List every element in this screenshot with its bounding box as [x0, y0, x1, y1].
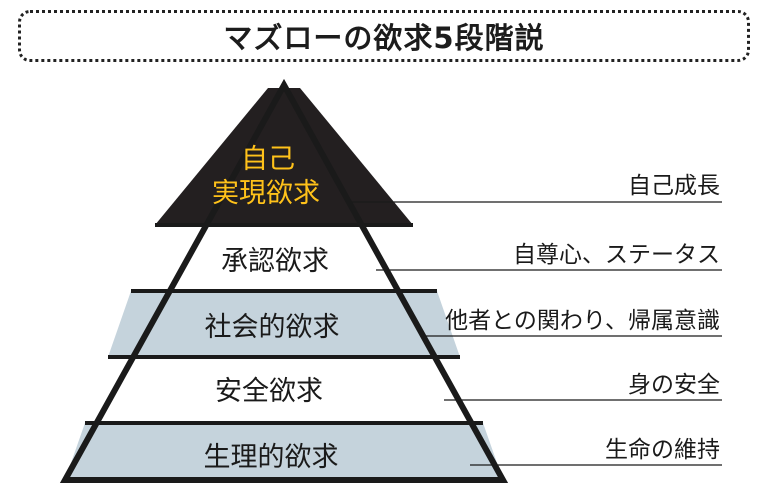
level-5-label: 生理的欲求	[204, 442, 339, 473]
level-social-band	[108, 291, 460, 357]
diagram-title: マズローの欲求5段階説	[223, 21, 545, 55]
level-1-description: 自己成長	[628, 173, 720, 199]
level-4-label: 安全欲求	[215, 376, 323, 407]
level-1-label-line2: 実現欲求	[212, 178, 320, 209]
level-4-description: 身の安全	[628, 372, 720, 398]
level-2-label: 承認欲求	[221, 246, 329, 277]
level-physiological-band	[65, 423, 503, 480]
level-3-description: 他者との関わり、帰属意識	[445, 308, 720, 334]
pyramid-outline	[59, 78, 509, 483]
level-esteem-band	[131, 225, 437, 291]
level-safety-band	[85, 357, 483, 423]
level-3-label: 社会的欲求	[205, 312, 340, 343]
level-self-actualization-band	[155, 88, 413, 225]
level-2-description: 自尊心、ステータス	[513, 242, 720, 268]
level-5-description: 生命の維持	[605, 437, 720, 463]
title-box: マズローの欲求5段階説	[18, 10, 750, 62]
level-1-label-line1: 自己	[241, 144, 295, 175]
